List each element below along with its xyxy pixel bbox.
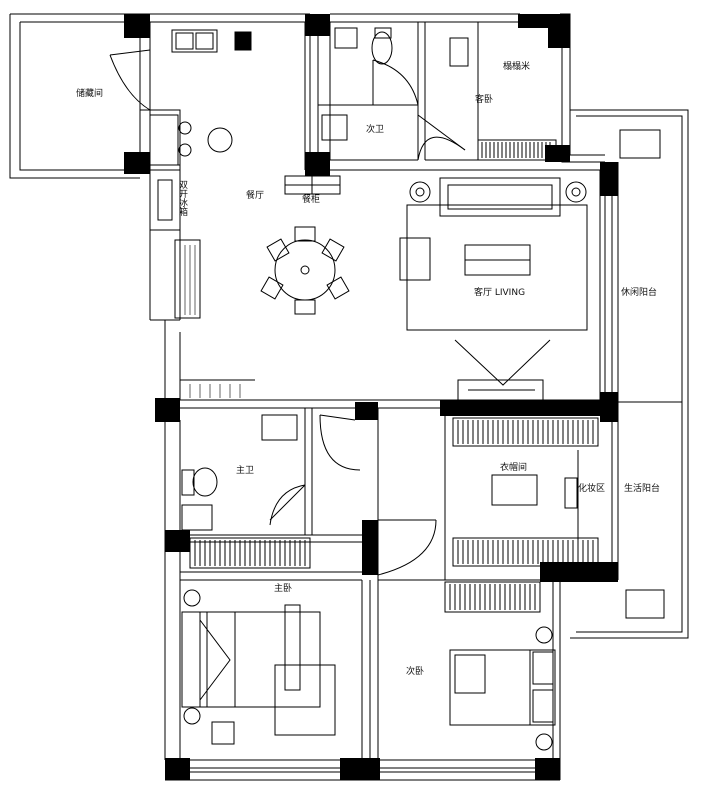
room-label-service-balcony: 生活阳台 bbox=[624, 484, 661, 494]
wardrobes bbox=[179, 139, 599, 613]
dining-table bbox=[260, 226, 350, 315]
room-label-living: 客厅 LIVING bbox=[474, 288, 526, 298]
room-label-dining-cabinet: 餐柜 bbox=[302, 195, 321, 205]
bath-fixtures bbox=[181, 27, 665, 619]
kitchen-fixtures bbox=[139, 29, 341, 319]
beds bbox=[181, 589, 556, 751]
living-furniture bbox=[399, 177, 588, 401]
exterior-walls bbox=[9, 13, 689, 781]
room-label-master-bedroom: 主卧 bbox=[274, 584, 293, 594]
doors bbox=[109, 49, 466, 576]
room-label-master-bath: 主卫 bbox=[236, 466, 255, 476]
pillars bbox=[124, 14, 618, 780]
room-label-vanity: 化妆区 bbox=[578, 484, 606, 494]
room-label-second-bedroom: 次卧 bbox=[406, 667, 425, 677]
room-label-storage: 储藏间 bbox=[76, 89, 104, 99]
room-label-guest-room: 客卧 bbox=[475, 95, 494, 105]
room-label-second-bath: 次卫 bbox=[366, 125, 385, 135]
room-label-dining: 餐厅 bbox=[246, 191, 265, 201]
room-label-cloakroom: 衣帽间 bbox=[500, 463, 528, 473]
appliance-label-fridge: 双开冰箱 bbox=[177, 180, 187, 216]
room-label-tatami: 榻榻米 bbox=[503, 62, 531, 72]
room-label-leisure-balcony: 休闲阳台 bbox=[621, 288, 658, 298]
